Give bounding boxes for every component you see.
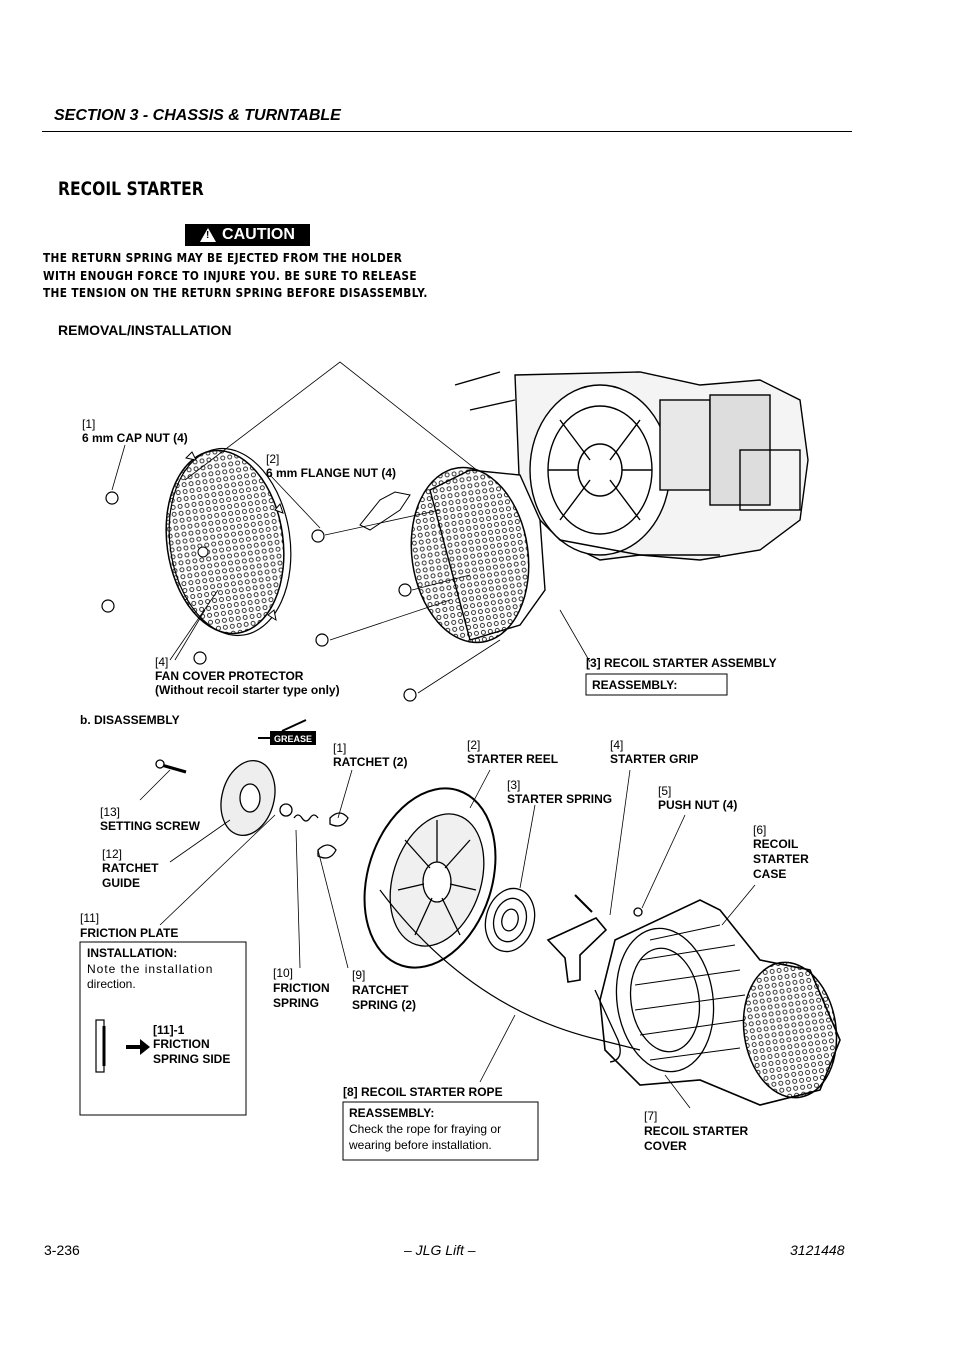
footer-center: – JLG Lift – [404,1242,476,1258]
label-friction-plate-num: [11] [80,911,99,925]
disassembly-title: b. DISASSEMBLY [80,713,180,727]
label-recoil-case-1: RECOIL [753,837,798,851]
rope-box-title: REASSEMBLY: [349,1106,434,1120]
label-starter-reel: STARTER REEL [467,752,558,766]
label-friction-plate: FRICTION PLATE [80,926,178,940]
page-number: 3-236 [44,1242,80,1258]
label-ratchet: RATCHET (2) [333,755,407,769]
label-fan-cover-note: (Without recoil starter type only) [155,683,340,697]
installation-callout-1: FRICTION [153,1037,210,1051]
engine-drawing [454,371,809,561]
cap-nuts [101,491,207,665]
label-recoil-rope: [8] RECOIL STARTER ROPE [343,1085,503,1099]
label-recoil-cover-num: [7] [644,1109,657,1123]
grease-tag: GREASE [258,719,316,745]
installation-line: Note the installation [87,962,213,976]
label-setting-screw-num: [13] [100,805,120,819]
section-header: SECTION 3 - CHASSIS & TURNTABLE [54,107,341,124]
label-recoil-case-2: STARTER [753,852,809,866]
label-ratchet-guide-1: RATCHET [102,861,159,875]
rope-reassembly-box: REASSEMBLY: Check the rope for fraying o… [342,1101,539,1161]
label-fan-cover: FAN COVER PROTECTOR [155,669,304,683]
rope-box-line: wearing before installation. [348,1138,492,1152]
label-cap-nut: 6 mm CAP NUT (4) [82,431,188,445]
label-starter-grip-num: [4] [610,738,623,752]
subheading: REMOVAL/INSTALLATION [58,322,232,338]
label-starter-reel-num: [2] [467,738,480,752]
label-recoil-assembly: [3] RECOIL STARTER ASSEMBLY [586,656,777,670]
installation-title: INSTALLATION: [87,946,177,960]
fan-cover-protector [165,447,292,637]
flange-nuts [311,529,417,702]
label-setting-screw: SETTING SCREW [100,819,201,833]
header-rule [42,131,852,132]
label-ratchet-num: [1] [333,741,346,755]
installation-box: INSTALLATION: Note the installation dire… [79,941,247,1116]
label-push-nut-num: [5] [658,784,671,798]
arrow-right-icon [126,1039,150,1055]
installation-line: direction. [87,977,136,991]
caution-line: WITH ENOUGH FORCE TO INJURE YOU. BE SURE… [43,268,417,283]
label-fan-cover-num: [4] [155,655,168,669]
label-flange-nut-num: [2] [266,452,279,466]
label-recoil-case-num: [6] [753,823,766,837]
label-friction-spring-1: FRICTION [273,981,330,995]
caution-label: CAUTION [222,226,295,243]
label-ratchet-spring-2: SPRING (2) [352,998,416,1012]
document-number: 3121448 [790,1242,845,1258]
label-push-nut: PUSH NUT (4) [658,798,737,812]
label-starter-spring: STARTER SPRING [507,792,612,806]
disassembly-parts [155,759,841,1106]
caution-text: THE RETURN SPRING MAY BE EJECTED FROM TH… [43,250,428,303]
label-ratchet-spring-1: RATCHET [352,983,409,997]
reassembly-box-title: REASSEMBLY: [592,678,677,692]
label-ratchet-guide-num: [12] [102,847,122,861]
caution-line: THE TENSION ON THE RETURN SPRING BEFORE … [43,286,428,300]
label-starter-spring-num: [3] [507,778,520,792]
caution-badge: ! CAUTION [185,224,310,246]
label-flange-nut: 6 mm FLANGE NUT (4) [266,466,396,480]
caution-line: THE RETURN SPRING MAY BE EJECTED FROM TH… [43,251,403,265]
label-starter-grip: STARTER GRIP [610,752,698,766]
label-cap-nut-num: [1] [82,417,95,431]
page-title: RECOIL STARTER [58,178,204,200]
label-recoil-cover-1: RECOIL STARTER [644,1124,749,1138]
reassembly-box [585,673,728,696]
installation-callout-2: SPRING SIDE [153,1052,230,1066]
recoil-starter-assembly [359,466,546,644]
grease-label: GREASE [274,734,312,744]
label-friction-spring-num: [10] [273,966,293,980]
label-ratchet-spring-num: [9] [352,968,365,982]
installation-callout-num: [11]-1 [153,1023,185,1037]
label-ratchet-guide-2: GUIDE [102,876,140,890]
rope-box-line: Check the rope for fraying or [349,1122,501,1136]
label-friction-spring-2: SPRING [273,996,319,1010]
warning-icon: ! [200,228,217,242]
label-recoil-cover-2: COVER [644,1139,687,1153]
label-recoil-case-3: CASE [753,867,786,881]
